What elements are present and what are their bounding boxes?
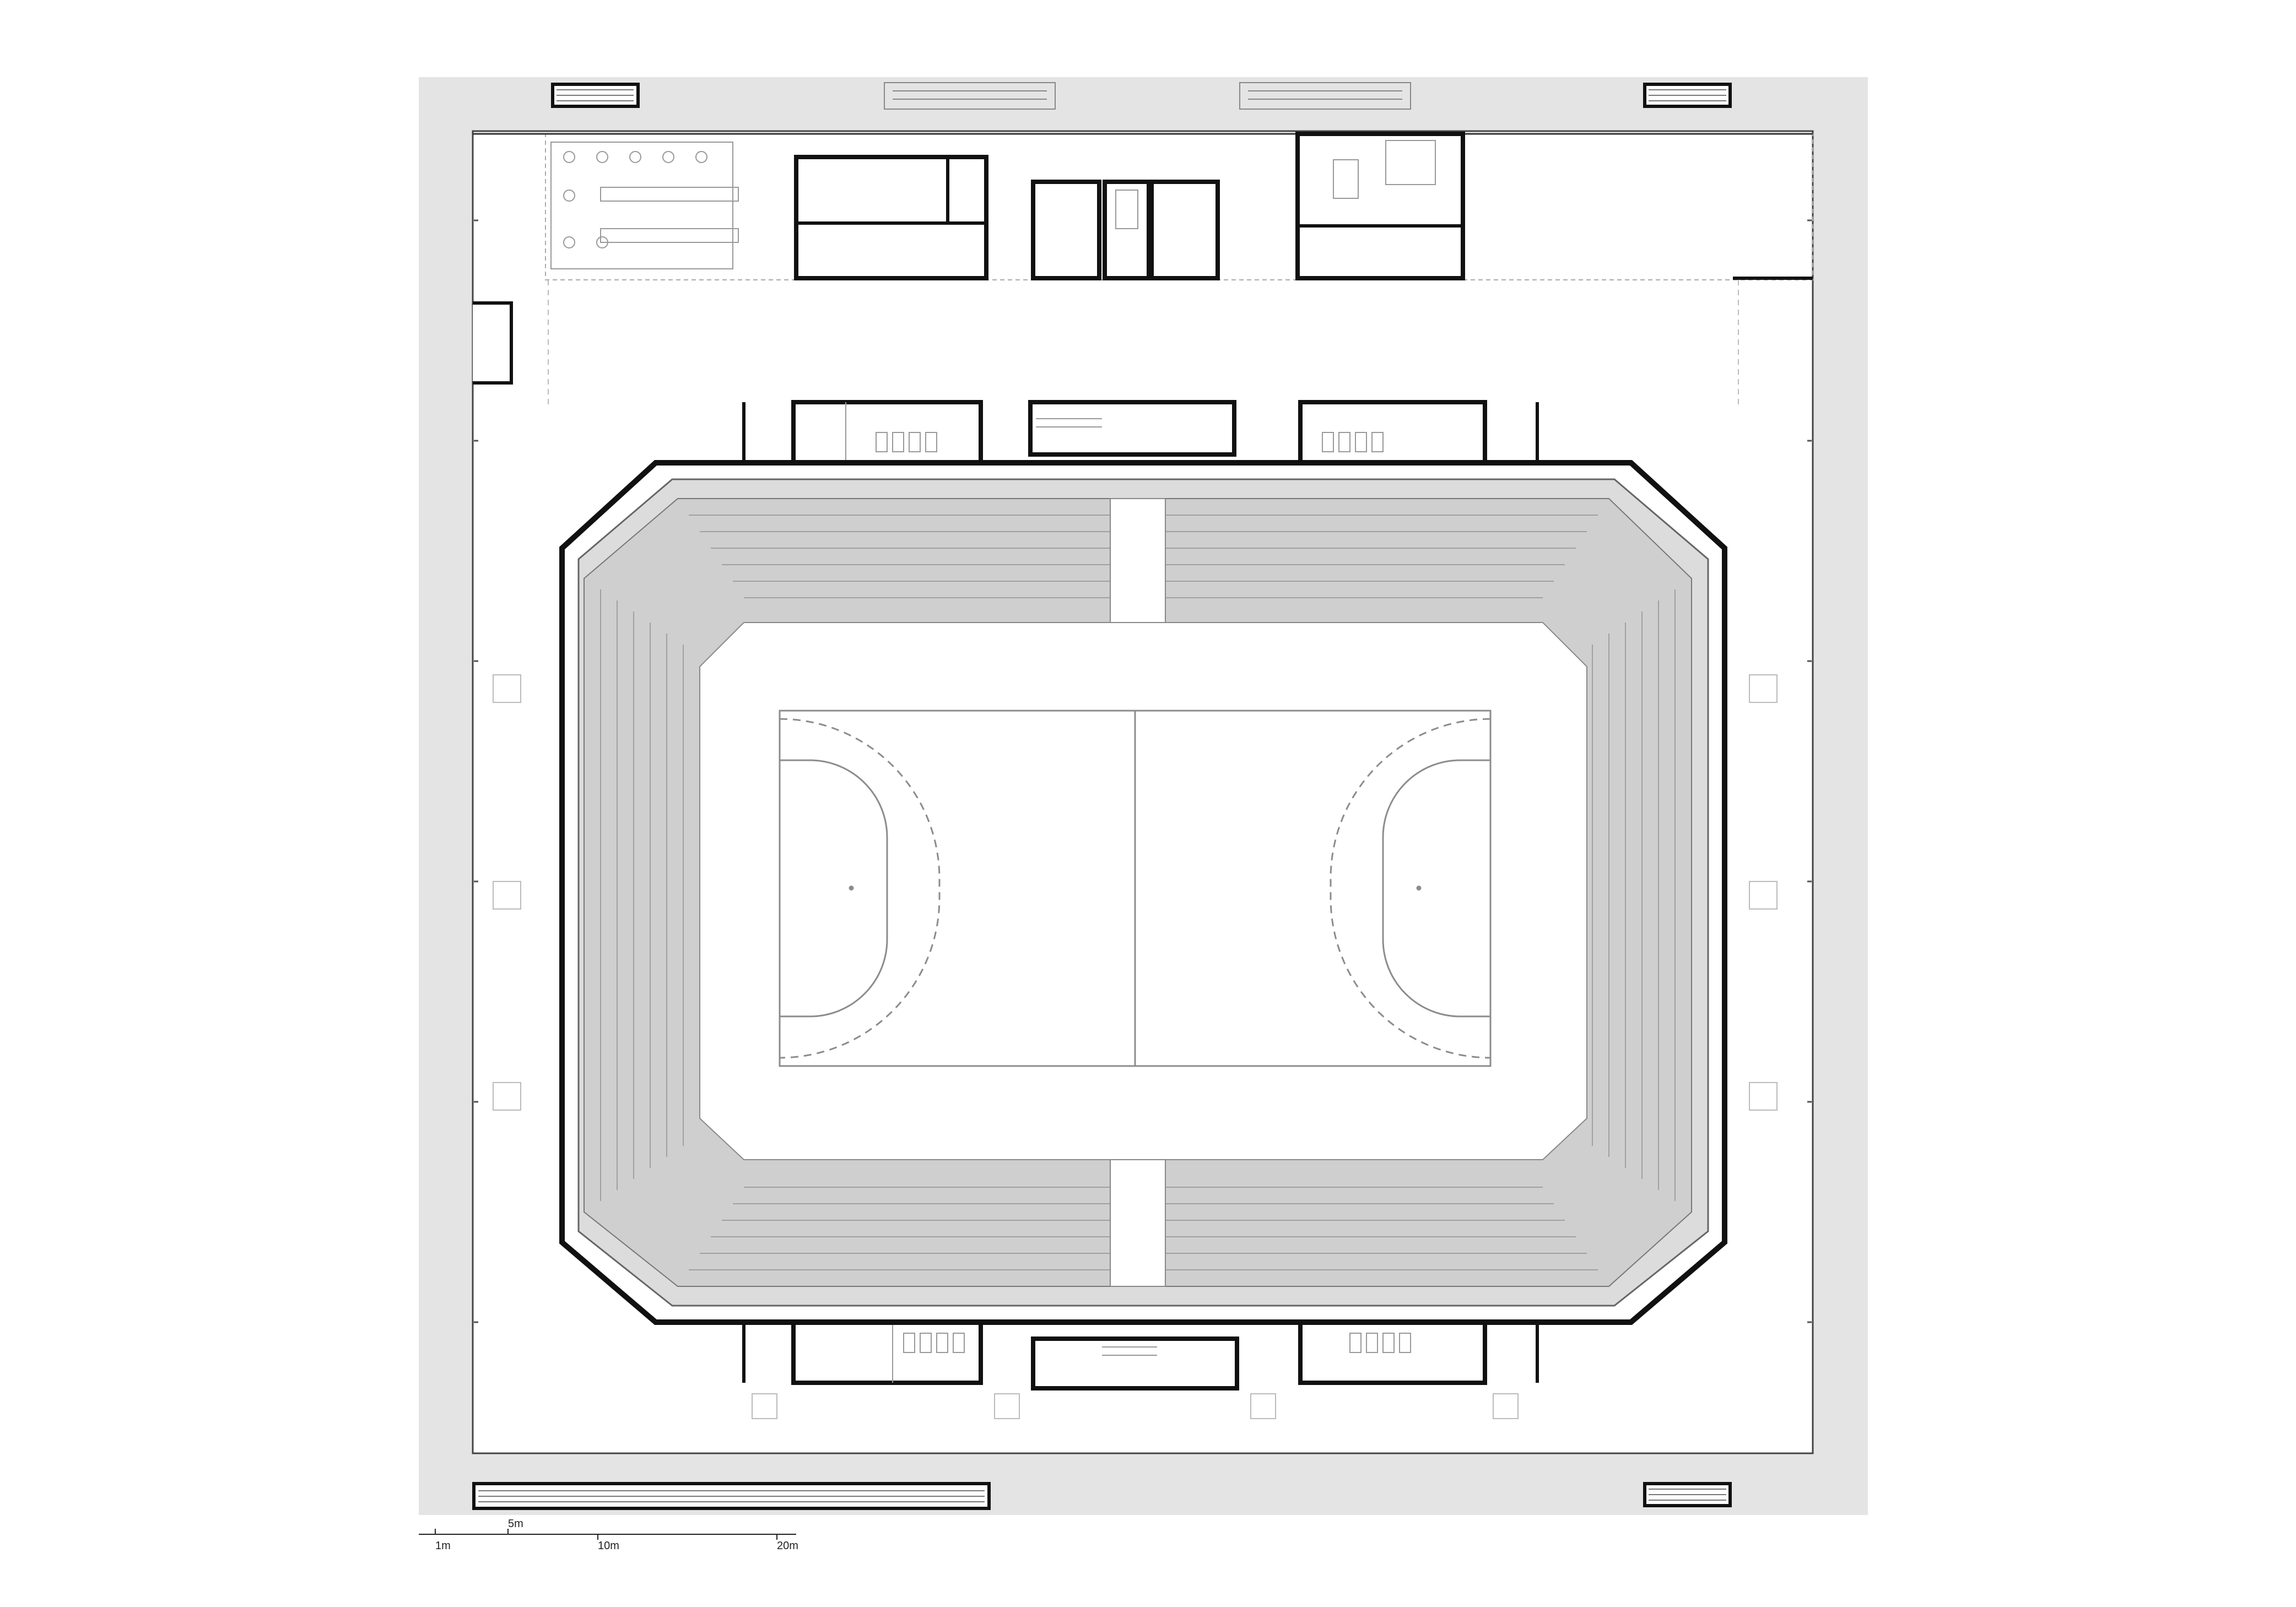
cafe-tables xyxy=(563,151,707,248)
scale-label-5m: 5m xyxy=(508,1518,523,1530)
entrance-canopies xyxy=(884,82,1411,110)
handball-court xyxy=(779,710,1492,1067)
perimeter-ticks xyxy=(474,219,1812,1323)
stair-treads xyxy=(478,89,1726,1502)
west-service-door xyxy=(473,301,513,385)
facade-columns xyxy=(493,674,1778,1419)
foyer-outline xyxy=(548,280,1739,408)
south-cores xyxy=(791,1320,1487,1390)
scale-label-1m: 1m xyxy=(435,1540,451,1552)
scale-bar: 1m 5m 10m 20m xyxy=(419,1518,798,1552)
north-cores xyxy=(791,400,1487,465)
scale-label-10m: 10m xyxy=(598,1540,619,1552)
arena-floor xyxy=(699,622,1587,1160)
north-service-wing xyxy=(473,132,1813,280)
south-core-fixtures xyxy=(892,1322,1411,1383)
scale-label-20m: 20m xyxy=(777,1540,798,1552)
corner-piers xyxy=(742,402,1539,1383)
north-core-fixtures xyxy=(845,402,1384,463)
